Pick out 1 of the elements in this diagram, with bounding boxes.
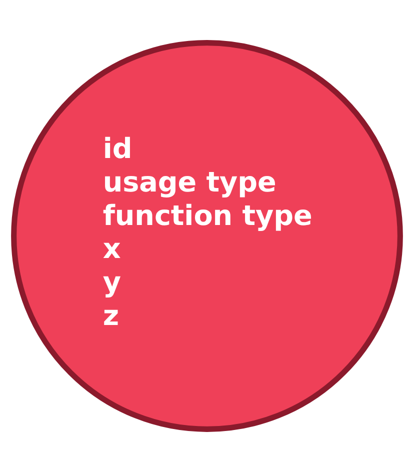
node-circle: id usage type function type x y z	[11, 40, 403, 432]
